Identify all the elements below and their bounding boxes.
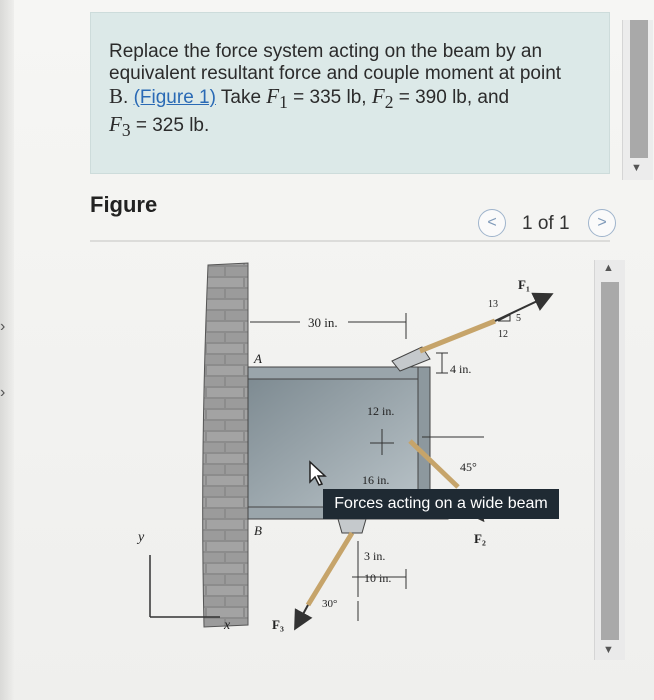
label-f2: F₂ [474, 531, 486, 546]
point-b: B [109, 84, 124, 108]
problem-line-2: equivalent resultant force and couple mo… [109, 63, 562, 84]
take-word: Take [220, 87, 262, 108]
figure-heading: Figure [90, 192, 158, 217]
left-edge [0, 0, 14, 700]
chevron-up-icon[interactable]: ▲ [603, 262, 614, 274]
slope-5: 5 [516, 313, 521, 324]
axis-y-label: y [136, 530, 145, 545]
figure-pager: 1 of 1 [522, 213, 570, 234]
f1-value: = 335 lb, [293, 87, 367, 108]
chevron-down-icon[interactable]: ▼ [603, 644, 614, 656]
scrollbar-figure[interactable]: ▲ ▼ [594, 260, 625, 660]
angle-45: 45° [460, 460, 477, 474]
rod-f1 [419, 318, 496, 354]
axis-x-label: x [223, 618, 231, 633]
dim-30in: 30 in. [308, 315, 338, 330]
figure-link[interactable]: (Figure 1) [133, 87, 216, 108]
f3-symbol: F3 [109, 112, 131, 141]
beam-diagram: 30 in. F₁ 13 5 12 4 in. 12 in. 45° F₂ 16… [136, 262, 554, 633]
problem-statement: Replace the force system acting on the b… [90, 12, 610, 174]
rod-f2 [408, 439, 460, 489]
figure-tooltip: Forces acting on a wide beam [323, 489, 559, 519]
arrow-f3 [294, 604, 313, 631]
scrollbar-thumb[interactable] [630, 20, 648, 158]
chevron-right-icon[interactable]: › [0, 318, 6, 335]
chevron-down-icon[interactable]: ▼ [631, 162, 642, 174]
problem-text: Replace the force system acting on the b… [109, 41, 562, 141]
bracket-f1 [391, 346, 431, 372]
f1-symbol: F1 [266, 84, 288, 113]
point-b: B [254, 523, 262, 538]
label-f1: F₁ [518, 277, 530, 292]
f3-value: = 325 lb. [135, 115, 210, 137]
beam-end-plate [417, 366, 431, 520]
dim-4in: 4 in. [450, 362, 471, 376]
angle-30: 30° [322, 598, 337, 610]
dim-10in: 10 in. [364, 571, 391, 585]
previous-figure-button[interactable]: < [478, 209, 506, 237]
scrollbar-thumb[interactable] [601, 282, 619, 640]
rod-f3 [305, 531, 355, 607]
mouse-pointer-icon [309, 460, 327, 486]
point-a: A [253, 351, 262, 366]
dim-16in: 16 in. [362, 473, 389, 487]
next-figure-button[interactable]: > [588, 209, 616, 237]
slope-triangle [497, 314, 511, 322]
chevron-right-icon[interactable]: › [0, 384, 6, 401]
dim-3in: 3 in. [364, 549, 385, 563]
dim-12in: 12 in. [367, 404, 394, 418]
bracket-f3 [337, 518, 367, 534]
label-f3: F₃ [272, 617, 284, 632]
arrow-f1 [494, 292, 554, 322]
slope-13: 13 [488, 299, 498, 310]
slope-12: 12 [498, 329, 508, 340]
beam-top-flange [247, 366, 419, 380]
divider [90, 240, 610, 242]
wall [202, 262, 249, 628]
f2-symbol: F2 [371, 84, 394, 113]
f2-value: = 390 lb, and [398, 87, 510, 108]
problem-line-1: Replace the force system acting on the b… [109, 41, 543, 62]
scrollbar-problem[interactable]: ▼ [622, 20, 653, 180]
